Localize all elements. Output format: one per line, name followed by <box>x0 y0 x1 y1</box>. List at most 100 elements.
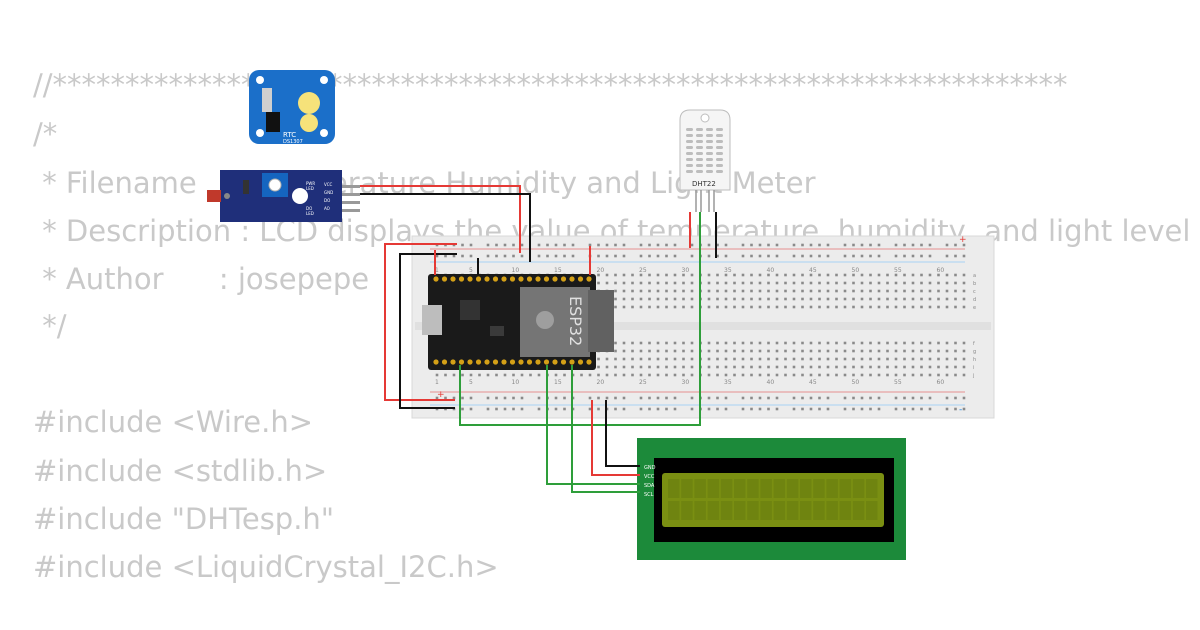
lcd-pin-sda: SDA <box>644 483 655 489</box>
breadboard-hole <box>826 365 830 369</box>
breadboard-hole <box>639 396 643 400</box>
wire-ldr-gnd[interactable] <box>360 193 531 262</box>
breadboard-hole <box>775 289 779 293</box>
wire-lcd-gnd[interactable] <box>605 400 640 467</box>
breadboard-hole <box>835 365 838 369</box>
breadboard-column-number: 60 <box>937 267 945 274</box>
rtc-module[interactable]: RTC DS1307 <box>249 70 335 145</box>
breadboard-hole <box>809 305 813 309</box>
breadboard-hole <box>622 243 626 247</box>
breadboard-hole <box>639 407 643 411</box>
breadboard-hole <box>767 396 770 400</box>
breadboard-hole <box>911 341 915 345</box>
dht22-grille-slot <box>686 170 693 173</box>
breadboard-hole <box>656 297 660 301</box>
breadboard-hole <box>903 373 906 377</box>
breadboard-hole <box>818 254 821 258</box>
breadboard-hole <box>894 254 898 258</box>
breadboard-hole <box>886 281 889 285</box>
breadboard-hole <box>852 243 855 247</box>
breadboard-hole <box>690 305 694 309</box>
breadboard-hole <box>894 243 898 247</box>
breadboard-hole <box>852 273 855 277</box>
wire-lcd-vcc[interactable] <box>591 400 640 476</box>
breadboard-hole <box>928 297 932 301</box>
breadboard-hole <box>962 273 966 277</box>
breadboard-hole <box>639 357 643 361</box>
breadboard-hole <box>945 281 949 285</box>
breadboard-column-number: 15 <box>554 379 562 386</box>
esp32-board[interactable]: ESP32 <box>422 274 614 370</box>
ldr-sensor-module[interactable]: PWR LED DO LED VCC GND DO AO <box>207 170 360 222</box>
esp32-pin <box>484 359 490 365</box>
breadboard-hole <box>784 357 787 361</box>
esp32-pin <box>560 276 567 282</box>
breadboard-hole <box>716 281 719 285</box>
breadboard-hole <box>622 254 626 258</box>
breadboard-hole <box>962 373 966 377</box>
breadboard-hole <box>639 281 643 285</box>
breadboard-column-number: 5 <box>469 379 473 386</box>
wire-lcd-sda[interactable] <box>546 365 640 485</box>
breadboard-hole <box>801 373 804 377</box>
breadboard-hole <box>792 365 796 369</box>
breadboard-hole <box>801 254 804 258</box>
breadboard-hole <box>750 273 753 277</box>
breadboard-hole <box>605 273 609 277</box>
breadboard-hole <box>928 289 932 293</box>
breadboard-hole <box>597 243 600 247</box>
breadboard-hole <box>809 243 813 247</box>
wire-ground-left[interactable] <box>399 253 457 409</box>
breadboard-hole <box>435 396 439 400</box>
breadboard-hole <box>809 254 813 258</box>
breadboard-hole <box>435 254 439 258</box>
ldr-pin-ao: AO <box>324 206 330 211</box>
wire-power-left[interactable] <box>384 243 457 401</box>
breadboard-hole <box>775 243 779 247</box>
breadboard-hole <box>639 305 643 309</box>
breadboard-hole <box>673 273 677 277</box>
dht22-grille-slot <box>696 146 703 149</box>
breadboard-hole <box>945 341 949 345</box>
wire-dht-data[interactable] <box>459 212 701 426</box>
lcd-cell <box>866 479 878 498</box>
lcd-pin-gnd: GND <box>644 465 656 471</box>
esp32-pin <box>535 276 541 282</box>
breadboard-hole <box>920 373 923 377</box>
breadboard-hole <box>486 396 490 400</box>
breadboard-hole <box>954 407 957 411</box>
lcd-1602-i2c[interactable]: GND VCC SDA SCL <box>637 438 906 560</box>
breadboard-hole <box>605 281 609 285</box>
breadboard-hole <box>894 297 898 301</box>
breadboard-hole <box>682 357 685 361</box>
wire-ldr-vcc[interactable] <box>360 185 521 253</box>
breadboard-hole <box>860 289 864 293</box>
dht22-grille-slot <box>686 128 693 131</box>
breadboard-hole <box>741 281 745 285</box>
dht22-grille-slot <box>696 128 703 131</box>
breadboard-hole <box>648 341 651 345</box>
breadboard-hole <box>503 396 507 400</box>
dht22-sensor[interactable]: DHT22 <box>679 109 731 212</box>
breadboard-hole <box>860 243 864 247</box>
wire-lcd-scl[interactable] <box>571 365 640 493</box>
breadboard-hole <box>801 281 804 285</box>
breadboard-hole <box>673 407 677 411</box>
esp32-chip <box>460 300 480 320</box>
breadboard-hole <box>911 373 915 377</box>
breadboard-hole <box>826 349 830 353</box>
breadboard-hole <box>911 254 915 258</box>
breadboard-hole <box>843 349 847 353</box>
breadboard-hole <box>792 349 796 353</box>
breadboard-hole <box>758 273 762 277</box>
breadboard-hole <box>903 305 906 309</box>
breadboard-hole <box>792 281 796 285</box>
esp32-pin <box>526 276 533 282</box>
breadboard-hole <box>716 365 719 369</box>
breadboard-hole <box>767 305 770 309</box>
ldr-pin-do: DO <box>324 198 330 203</box>
breadboard-hole <box>707 341 711 345</box>
esp32-pin <box>577 359 584 365</box>
breadboard-hole <box>673 281 677 285</box>
